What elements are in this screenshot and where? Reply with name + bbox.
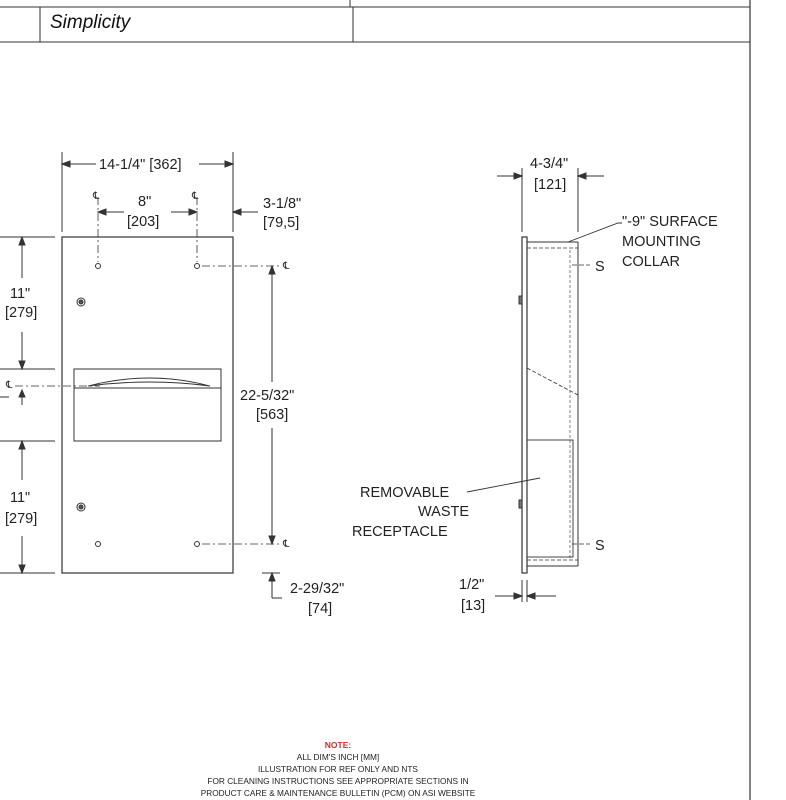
note-line-2: ILLUSTRATION FOR REF ONLY AND NTS xyxy=(258,764,418,774)
bottom-section-mm-label: [279] xyxy=(5,511,37,527)
mount-hole-br xyxy=(194,541,200,547)
title-block-header: Simplicity xyxy=(0,0,750,42)
towel-slot xyxy=(87,377,211,387)
mount-height-mm-label: [563] xyxy=(256,407,288,423)
header-frame xyxy=(0,0,751,800)
collar-label-line1: "-9" SURFACE xyxy=(622,214,718,230)
lock-top-outer xyxy=(76,297,86,307)
top-section-in-label: 11" xyxy=(10,286,30,302)
lock-bottom-outer xyxy=(76,502,86,512)
note-line-3: FOR CLEANING INSTRUCTIONS SEE APPROPRIAT… xyxy=(207,776,469,786)
centerline-symbol-right-hole: ℄ xyxy=(191,191,199,202)
waste-receptacle-outline xyxy=(526,439,574,558)
center-spacing-in-label: 8" xyxy=(138,194,151,210)
note-title: NOTE: xyxy=(324,740,352,750)
product-name: Simplicity xyxy=(50,12,131,33)
bottom-section-in-label: 11" xyxy=(10,490,30,506)
collar-label-line3: COLLAR xyxy=(622,254,680,270)
flange-in-label: 1/2" xyxy=(459,577,484,593)
towel-dispenser-panel xyxy=(73,368,222,442)
lock-top-inner xyxy=(78,299,84,305)
centerline-symbol-dispenser: ℄ xyxy=(5,380,13,391)
front-view xyxy=(0,152,282,599)
side-view xyxy=(466,168,622,602)
mount-hole-bl xyxy=(95,541,101,547)
depth-in-label: 4-3/4" xyxy=(530,156,568,172)
bottom-offset-in-label: 2-29/32" xyxy=(290,581,344,597)
side-flange xyxy=(521,236,528,574)
note-line-4: PRODUCT CARE & MAINTENANCE BULLETIN (PCM… xyxy=(200,788,476,798)
collar-label-line2: MOUNTING xyxy=(622,234,701,250)
stud-marker-bottom: S xyxy=(595,538,605,554)
waste-label-line3: RECEPTACLE xyxy=(352,524,448,540)
centerline-symbol-bottom-row: ℄ xyxy=(282,539,290,550)
front-cabinet-outline xyxy=(61,236,234,574)
flange-mm-label: [13] xyxy=(461,598,485,614)
top-section-mm-label: [279] xyxy=(5,305,37,321)
depth-mm-label: [121] xyxy=(534,177,566,193)
mount-height-in-label: 22-5/32" xyxy=(240,388,294,404)
lock-bottom-inner xyxy=(78,504,84,510)
centerline-symbol-top-row: ℄ xyxy=(282,261,290,272)
waste-label-line2: WASTE xyxy=(418,504,469,520)
note-line-1: ALL DIM'S INCH [MM] xyxy=(296,752,380,762)
right-offset-mm-label: [79,5] xyxy=(263,215,299,231)
bottom-offset-mm-label: [74] xyxy=(308,601,332,617)
center-spacing-mm-label: [203] xyxy=(127,214,159,230)
waste-label-line1: REMOVABLE xyxy=(360,485,450,501)
centerline-symbol-left-hole: ℄ xyxy=(92,191,100,202)
overall-width-label: 14-1/4" [362] xyxy=(99,157,182,173)
mount-hole-tr xyxy=(194,263,200,269)
stud-marker-top: S xyxy=(595,259,605,275)
mount-hole-tl xyxy=(95,263,101,269)
right-offset-in-label: 3-1/8" xyxy=(263,196,301,212)
